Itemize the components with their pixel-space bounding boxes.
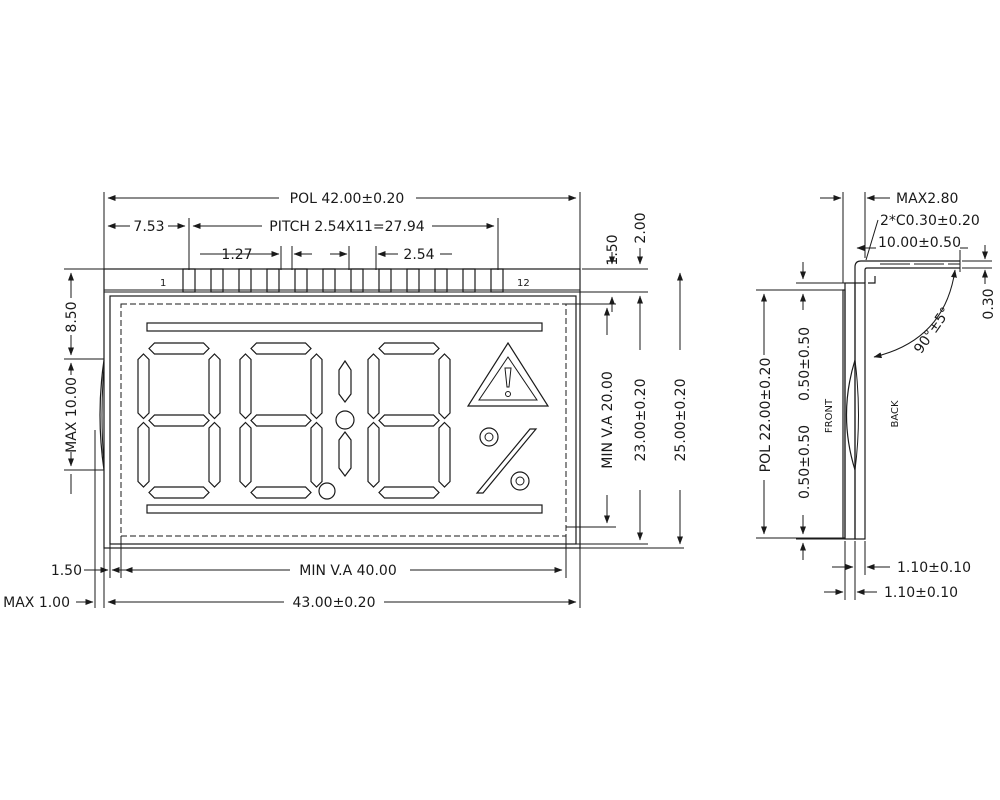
bend-angle-arc — [873, 269, 957, 359]
pin — [462, 268, 476, 293]
lead-pin — [854, 260, 960, 283]
pin-row — [182, 268, 504, 293]
seg-g — [378, 414, 440, 427]
pin-1-label: 1 — [160, 278, 166, 289]
pin — [182, 268, 196, 293]
decimal-point — [318, 482, 336, 500]
seg-c — [438, 421, 451, 488]
front-label: FRONT — [824, 398, 835, 433]
side-view: MAX2.80 2*C0.30±0.20 10.00±0.50 0.30 90°… — [756, 191, 997, 601]
pin — [378, 268, 392, 293]
va-height-label: MIN V.A 20.00 — [600, 371, 616, 468]
pin — [294, 268, 308, 293]
seg-d — [250, 486, 312, 499]
bottom-bar-segment — [146, 504, 543, 514]
viewing-area — [120, 303, 567, 537]
top-offset-label: 0.50±0.50 — [797, 327, 813, 401]
seg-c — [208, 421, 221, 488]
seg-b — [310, 353, 323, 420]
glass-outline — [103, 268, 581, 549]
seg-b — [208, 353, 221, 420]
pitch-label: PITCH 2.54X11=27.94 — [269, 219, 425, 235]
pin-height-label: 8.50 — [64, 301, 80, 332]
seven-segment-digits — [137, 342, 451, 499]
seg-g — [250, 414, 312, 427]
inner-height-label: 23.00±0.20 — [633, 379, 649, 462]
pin-width-label: 1.27 — [221, 247, 252, 263]
front-view: 1 12 POL 42.00±0.20 — [3, 191, 689, 611]
first-pin-offset-label: 7.53 — [133, 219, 164, 235]
seg-f — [239, 353, 252, 420]
pin — [406, 268, 420, 293]
seal-bump-inner — [101, 365, 105, 465]
seg-g — [148, 414, 210, 427]
glass-front-thickness-label: 1.10±0.10 — [897, 560, 971, 576]
seg-a — [148, 342, 210, 355]
seg-a — [250, 342, 312, 355]
glass-width-label: 43.00±0.20 — [293, 595, 376, 611]
side-margin-label: 1.50 — [51, 563, 82, 579]
warning-icon — [466, 341, 550, 407]
seg-d — [148, 486, 210, 499]
colon-upper-segment — [338, 359, 352, 403]
seg-c — [310, 421, 323, 488]
bump-depth-label: MAX 1.00 — [3, 595, 70, 611]
pin — [434, 268, 448, 293]
colon-dot — [335, 410, 355, 430]
seg-e — [367, 421, 380, 488]
digit-3 — [367, 342, 451, 499]
seg-e — [239, 421, 252, 488]
back-glass — [854, 282, 866, 540]
top-margin-label: 2.00 — [633, 212, 649, 243]
bump-height-label: MAX 10.00 — [64, 377, 80, 453]
pin — [322, 268, 336, 293]
pin-spacing-label: 2.54 — [403, 247, 434, 263]
back-label: BACK — [890, 400, 901, 428]
chamfer-label: 2*C0.30±0.20 — [880, 213, 980, 229]
max-thickness-label: MAX2.80 — [896, 191, 958, 207]
seal-bump — [99, 359, 105, 471]
glass-height-label: 25.00±0.20 — [673, 379, 689, 462]
pin — [266, 268, 280, 293]
side-pol-height-label: POL 22.00±0.20 — [758, 358, 774, 473]
lead-length-label: 10.00±0.50 — [878, 235, 961, 251]
percent-icon — [475, 427, 538, 494]
top-bar-segment — [146, 322, 543, 332]
glass-edge-line — [103, 289, 581, 293]
side-bump — [845, 359, 856, 471]
seg-d — [378, 486, 440, 499]
bottom-offset-label: 0.50±0.50 — [797, 425, 813, 499]
front-polarizer — [842, 289, 846, 539]
seg-f — [137, 353, 150, 420]
seg-b — [438, 353, 451, 420]
digit-1 — [137, 342, 221, 499]
colon-lower-segment — [338, 431, 352, 477]
va-width-label: MIN V.A 40.00 — [299, 563, 396, 579]
bend-angle-label: 90°±5° — [911, 305, 954, 357]
pin — [238, 268, 252, 293]
seg-f — [367, 353, 380, 420]
seg-a — [378, 342, 440, 355]
pin-length-label: 1.50 — [605, 234, 621, 265]
pol-width-label: POL 42.00±0.20 — [290, 191, 405, 207]
glass-back-thickness-label: 1.10±0.10 — [884, 585, 958, 601]
pin — [490, 268, 504, 293]
pin — [210, 268, 224, 293]
digit-2 — [239, 342, 323, 499]
pin — [350, 268, 364, 293]
seg-e — [137, 421, 150, 488]
lead-thickness-label: 0.30 — [981, 288, 997, 319]
pin-12-label: 12 — [517, 278, 530, 289]
polarizer-outline — [109, 295, 577, 545]
